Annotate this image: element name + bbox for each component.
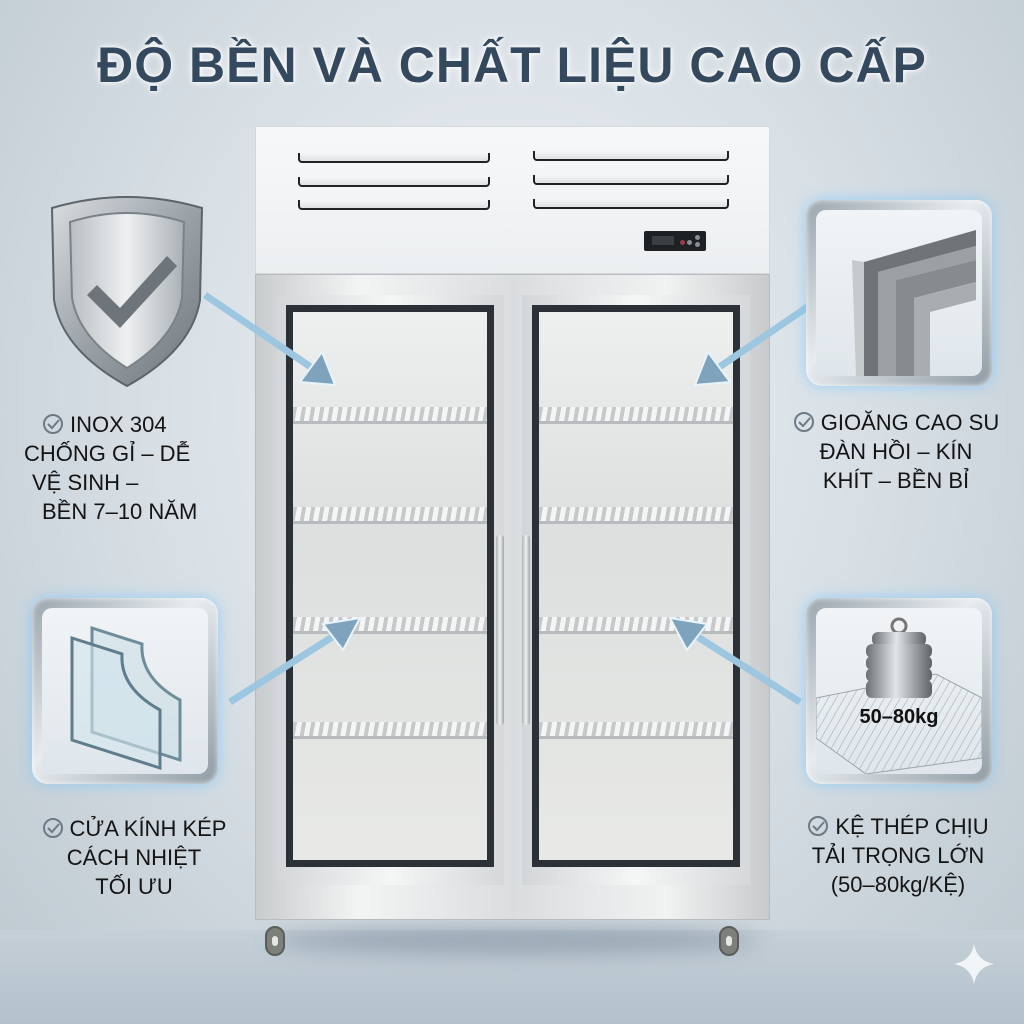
left-door-handle xyxy=(496,535,504,725)
sparkle-icon xyxy=(954,944,994,984)
feature-glass-card xyxy=(32,598,218,784)
vent-slot xyxy=(298,177,490,187)
control-button xyxy=(695,235,700,240)
right-door xyxy=(522,295,750,885)
temperature-display xyxy=(644,231,706,251)
caster-wheel xyxy=(263,916,289,956)
fridge-body xyxy=(255,274,770,920)
control-button xyxy=(695,242,700,247)
indicator-led xyxy=(680,240,685,245)
arrow-icon xyxy=(668,616,802,705)
right-door-handle xyxy=(522,535,530,725)
control-button xyxy=(687,240,692,245)
floor xyxy=(0,930,1024,1024)
fridge-image xyxy=(255,126,770,956)
caster-wheel xyxy=(717,916,743,956)
left-door xyxy=(276,295,504,885)
shelf xyxy=(293,407,487,424)
arrow-icon xyxy=(228,616,362,705)
page-title: ĐỘ BỀN VÀ CHẤT LIỆU CAO CẤP xyxy=(97,37,927,93)
double-glass-icon xyxy=(70,625,182,771)
feature-gasket-text: GIOĂNG CAO SU ĐÀN HỒI – KÍN KHÍT – BỀN B… xyxy=(776,408,1016,495)
arrow-icon xyxy=(203,292,337,387)
shelf xyxy=(539,507,733,524)
shelf xyxy=(293,722,487,739)
check-circle-icon xyxy=(43,414,63,434)
feature-glass-text: CỬA KÍNH KÉP CÁCH NHIỆT TỐI ƯU xyxy=(14,814,254,901)
feature-shelf-text: KỆ THÉP CHỊU TẢI TRỌNG LỚN (50–80kg/KỆ) xyxy=(778,812,1018,899)
feature-inox-text: INOX 304 CHỐNG GỈ – DỄ VỆ SINH – BỀN 7–1… xyxy=(24,412,198,524)
vent-slot xyxy=(533,175,729,185)
vent-slot xyxy=(533,151,729,161)
shelf xyxy=(539,722,733,739)
steel-shelf-weight-icon xyxy=(816,617,982,774)
vent-slot xyxy=(298,200,490,210)
feature-gasket-card xyxy=(806,200,992,386)
shelf xyxy=(539,407,733,424)
metal-shield-check-icon xyxy=(50,196,204,388)
weight-badge: 50–80kg xyxy=(859,706,939,728)
vent-slot xyxy=(298,153,490,163)
fridge-shadow xyxy=(270,925,760,955)
vent-slot xyxy=(533,199,729,209)
check-circle-icon xyxy=(42,818,63,838)
check-circle-icon xyxy=(808,816,829,836)
right-door-glass xyxy=(532,305,740,867)
feature-shelf-card: 50–80kg xyxy=(806,598,992,784)
left-door-glass xyxy=(286,305,494,867)
check-circle-icon xyxy=(793,412,814,432)
rubber-gasket-icon xyxy=(852,230,976,376)
fridge-top-panel xyxy=(255,126,770,274)
shelf xyxy=(293,507,487,524)
display-digits xyxy=(652,236,674,245)
